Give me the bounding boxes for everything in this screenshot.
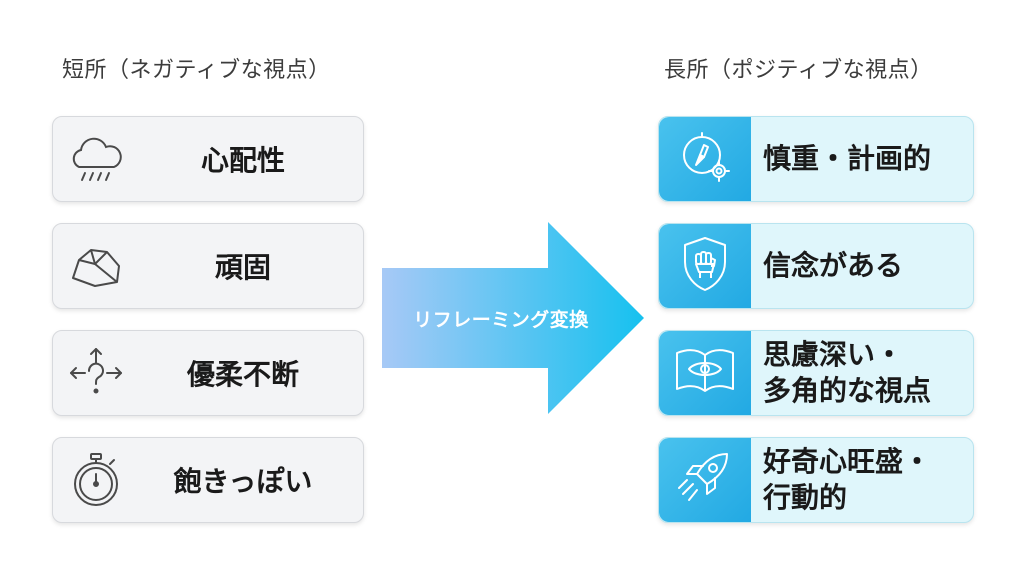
negative-label-worrier: 心配性 bbox=[200, 144, 285, 177]
negative-card-easily-bored: 飽きっぽい bbox=[52, 437, 364, 523]
negative-label-easily-bored: 飽きっぽい bbox=[173, 465, 313, 498]
rocket-icon bbox=[675, 448, 735, 512]
reframing-label: リフレーミング変換 bbox=[413, 308, 589, 331]
positive-label-curious: 好奇心旺盛・ 行動的 bbox=[763, 445, 932, 514]
book-eye-icon bbox=[673, 345, 737, 401]
negative-column-title: 短所（ネガティブな視点） bbox=[62, 58, 331, 83]
question-arrows-icon bbox=[67, 345, 125, 401]
compass-gear-icon bbox=[675, 127, 735, 191]
shield-fist-icon bbox=[677, 234, 733, 298]
negative-card-indecisive: 優柔不断 bbox=[52, 330, 364, 416]
negative-card-stubborn: 頑固 bbox=[52, 223, 364, 309]
positive-card-conviction: 信念がある bbox=[658, 223, 974, 309]
negative-card-worrier: 心配性 bbox=[52, 116, 364, 202]
positive-label-thoughtful: 思慮深い・ 多角的な視点 bbox=[763, 338, 932, 407]
positive-column-title: 長所（ポジティブな視点） bbox=[664, 58, 933, 83]
negative-label-indecisive: 優柔不断 bbox=[186, 358, 299, 391]
positive-card-curious: 好奇心旺盛・ 行動的 bbox=[658, 437, 974, 523]
positive-label-careful: 慎重・計画的 bbox=[763, 142, 932, 175]
reframing-arrow bbox=[382, 222, 644, 414]
rock-icon bbox=[67, 238, 125, 294]
rain-cloud-icon bbox=[67, 131, 125, 187]
negative-label-stubborn: 頑固 bbox=[214, 251, 271, 284]
positive-card-careful: 慎重・計画的 bbox=[658, 116, 974, 202]
stopwatch-icon bbox=[67, 452, 125, 508]
positive-label-conviction: 信念がある bbox=[763, 249, 904, 282]
positive-card-thoughtful: 思慮深い・ 多角的な視点 bbox=[658, 330, 974, 416]
